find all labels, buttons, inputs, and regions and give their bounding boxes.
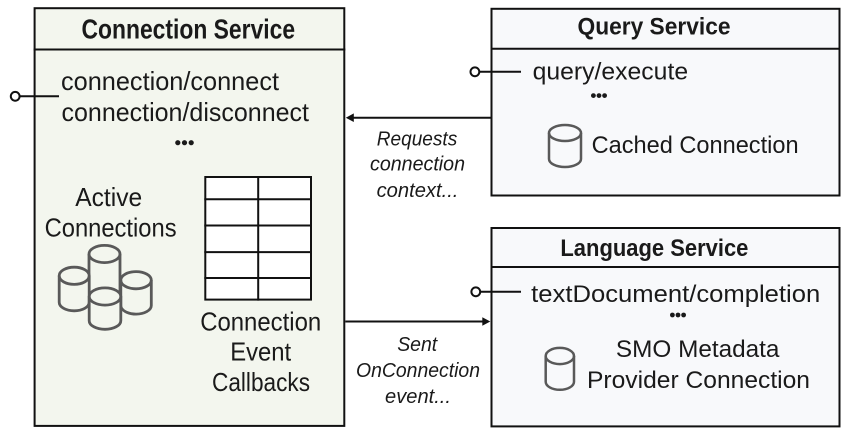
svg-text:SMO Metadata: SMO Metadata [616,336,780,363]
svg-text:Active: Active [75,182,142,212]
svg-text:Cached Connection: Cached Connection [592,132,799,159]
svg-text:Sent: Sent [397,334,438,356]
svg-text:event...: event... [385,386,451,408]
svg-text:Callbacks: Callbacks [212,367,310,397]
svg-text:query/execute: query/execute [533,59,689,86]
svg-text:connection: connection [370,154,465,176]
svg-text:Language Service: Language Service [560,235,748,262]
svg-text:textDocument/completion: textDocument/completion [531,281,820,308]
svg-text:Connection: Connection [200,306,321,336]
svg-text:Connection Service: Connection Service [82,13,296,44]
svg-text:Event: Event [230,337,292,367]
svg-text:context...: context... [377,180,459,202]
svg-text:Requests: Requests [377,128,458,150]
svg-text:Connections: Connections [45,213,177,243]
svg-text:OnConnection: OnConnection [356,360,480,382]
svg-text:connection/disconnect: connection/disconnect [62,97,310,127]
svg-text:connection/connect: connection/connect [61,66,280,96]
svg-text:Provider Connection: Provider Connection [587,367,810,394]
svg-text:Query Service: Query Service [578,14,731,41]
